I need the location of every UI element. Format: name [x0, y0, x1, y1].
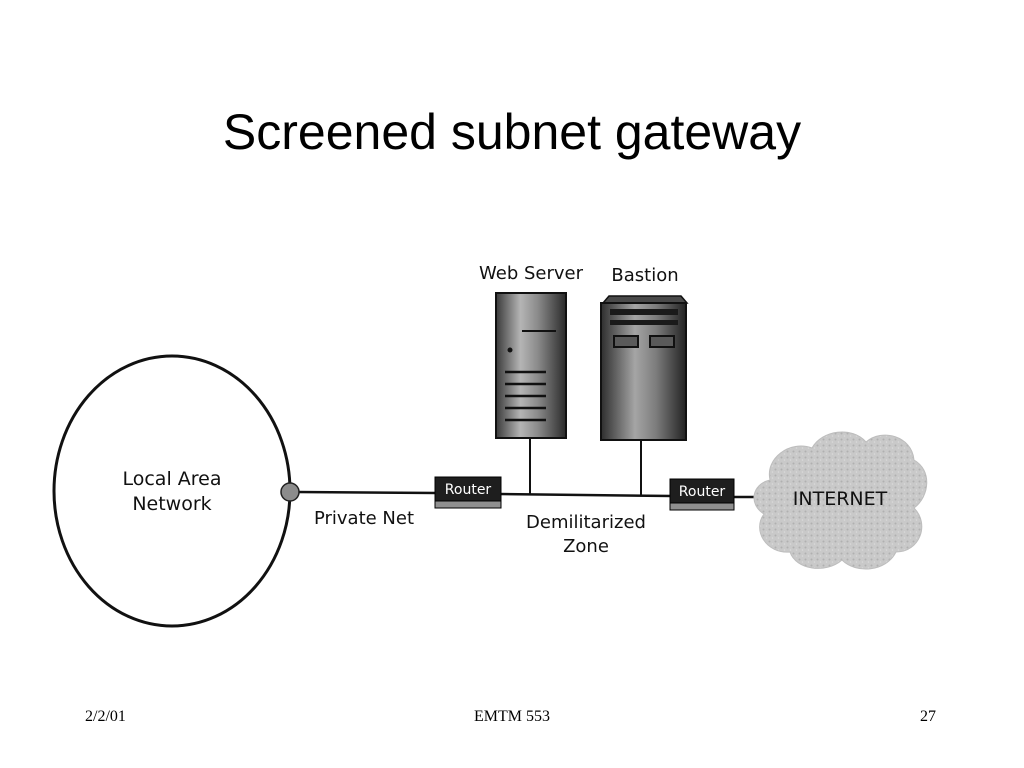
lan-connector-node — [280, 482, 300, 502]
footer-date: 2/2/01 — [85, 708, 126, 725]
lan-ellipse — [52, 354, 292, 628]
web-server-label: Web Server — [479, 263, 584, 284]
dmz-label-line1: Demilitarized — [526, 512, 646, 533]
web-server-icon — [495, 292, 567, 439]
internet-cloud — [753, 431, 928, 570]
private-net-label: Private Net — [314, 508, 414, 529]
footer-course: EMTM 553 — [474, 708, 550, 725]
dmz-line — [499, 492, 673, 498]
private-net-line — [296, 490, 438, 495]
footer-page-number: 27 — [920, 708, 936, 725]
router-right: Router — [669, 478, 735, 511]
lan-label-line1: Local Area — [122, 468, 221, 490]
router-left-label: Router — [445, 482, 492, 498]
router-left: Router — [434, 476, 502, 509]
bastion-label: Bastion — [611, 265, 678, 286]
dmz-label-line2: Zone — [563, 536, 609, 557]
slide-title: Screened subnet gateway — [222, 104, 802, 160]
bastion-icon — [600, 295, 689, 441]
lan-label-line2: Network — [132, 493, 211, 515]
router-right-label: Router — [679, 484, 726, 500]
internet-label: INTERNET — [793, 488, 888, 510]
